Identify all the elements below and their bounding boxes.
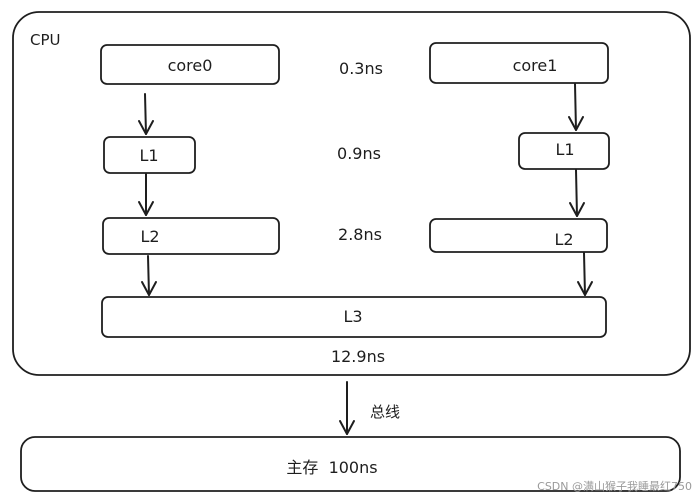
l2-latency: 2.8ns <box>338 225 382 244</box>
arrow-right-l2-to-l3 <box>577 252 593 296</box>
cpu-label: CPU <box>30 31 61 49</box>
main-memory-label: 主存 100ns <box>286 458 377 477</box>
right-l2-label: L2 <box>554 230 573 249</box>
right-l1-label: L1 <box>555 140 574 159</box>
l3-box <box>101 296 607 338</box>
cpu-container <box>12 11 691 376</box>
core1-label: core1 <box>513 56 558 75</box>
arrow-left-l1-to-l2 <box>138 173 154 216</box>
arrow-core0-to-l1 <box>138 93 154 135</box>
right-l2-box <box>429 218 608 253</box>
l3-label: L3 <box>343 307 362 326</box>
left-l2-box <box>102 217 280 255</box>
watermark-text: CSDN @满山猴子我睡最红750 <box>537 479 692 493</box>
core0-box <box>100 44 280 85</box>
bus-arrow <box>339 381 355 435</box>
l1-latency: 0.9ns <box>337 144 381 163</box>
left-l1-box <box>103 136 196 174</box>
arrow-core1-to-l1 <box>568 83 584 131</box>
left-l2-label: L2 <box>140 227 159 246</box>
right-l1-box <box>518 132 610 170</box>
l3-latency: 12.9ns <box>331 347 385 366</box>
arrow-left-l2-to-l3 <box>141 255 157 296</box>
core0-label: core0 <box>168 56 213 75</box>
main-memory-box <box>20 436 681 492</box>
core-latency: 0.3ns <box>339 59 383 78</box>
left-l1-label: L1 <box>139 146 158 165</box>
core1-box <box>429 42 609 84</box>
arrow-right-l1-to-l2 <box>569 169 585 217</box>
bus-label: 总线 <box>370 403 400 421</box>
